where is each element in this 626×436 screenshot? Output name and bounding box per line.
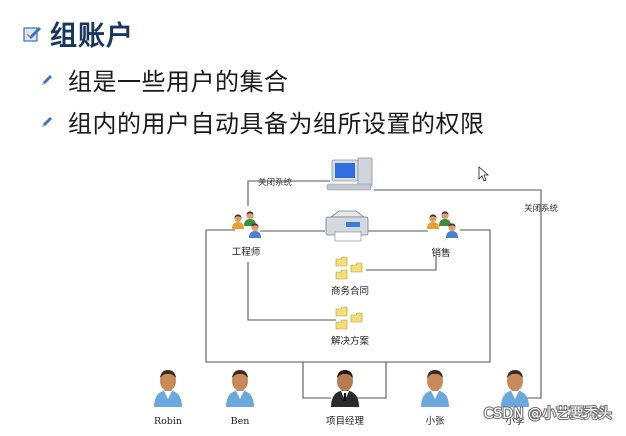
slide-title: 组账户 [50,21,134,52]
bullet-text: 组是一些用户的集合 [68,68,289,96]
shutdown-permission-label: 关闭系统 [524,203,559,214]
user-xiaoli-label: 小李 [505,415,525,427]
user-xiaozhang-label: 小张 [425,416,445,427]
user-project-manager-avatar [331,370,359,407]
contracts-folder-icon [335,256,363,280]
connector-lines [205,180,542,399]
sales-group-label: 销售 [431,247,450,259]
mouse-cursor-icon [478,166,490,182]
contracts-folder-label: 商务合同 [331,285,369,297]
bullet-item: 组内的用户自动具备为组所设置的权限 [40,104,485,139]
pencil-icon [42,74,52,85]
user-xiaoli-avatar [501,370,529,407]
printer-icon [325,210,369,242]
user-xiaozhang-avatar [421,370,449,407]
user-ben-label: Ben [231,416,250,427]
bullet-item: 组是一些用户的集合 [40,62,289,97]
user-ben-avatar [226,370,254,407]
engineers-group-icon [232,211,261,238]
pencil-icon [42,116,52,127]
slide-title-row: 组账户 [22,14,134,53]
user-project-manager-label: 项目经理 [326,415,365,427]
computer-icon [326,157,373,191]
solutions-folder-icon [335,306,363,330]
title-bullet-icon [23,26,41,42]
shutdown-permission-label: 关闭系统 [258,177,293,188]
watermark-text: CSDN @小艺要秃头 [484,406,612,422]
user-robin-avatar [154,370,182,407]
user-robin-label: Robin [154,416,182,427]
engineers-group-label: 工程师 [232,246,261,258]
bullet-text: 组内的用户自动具备为组所设置的权限 [68,110,485,138]
solutions-folder-label: 解决方案 [331,335,370,347]
sales-group-icon [427,211,458,238]
